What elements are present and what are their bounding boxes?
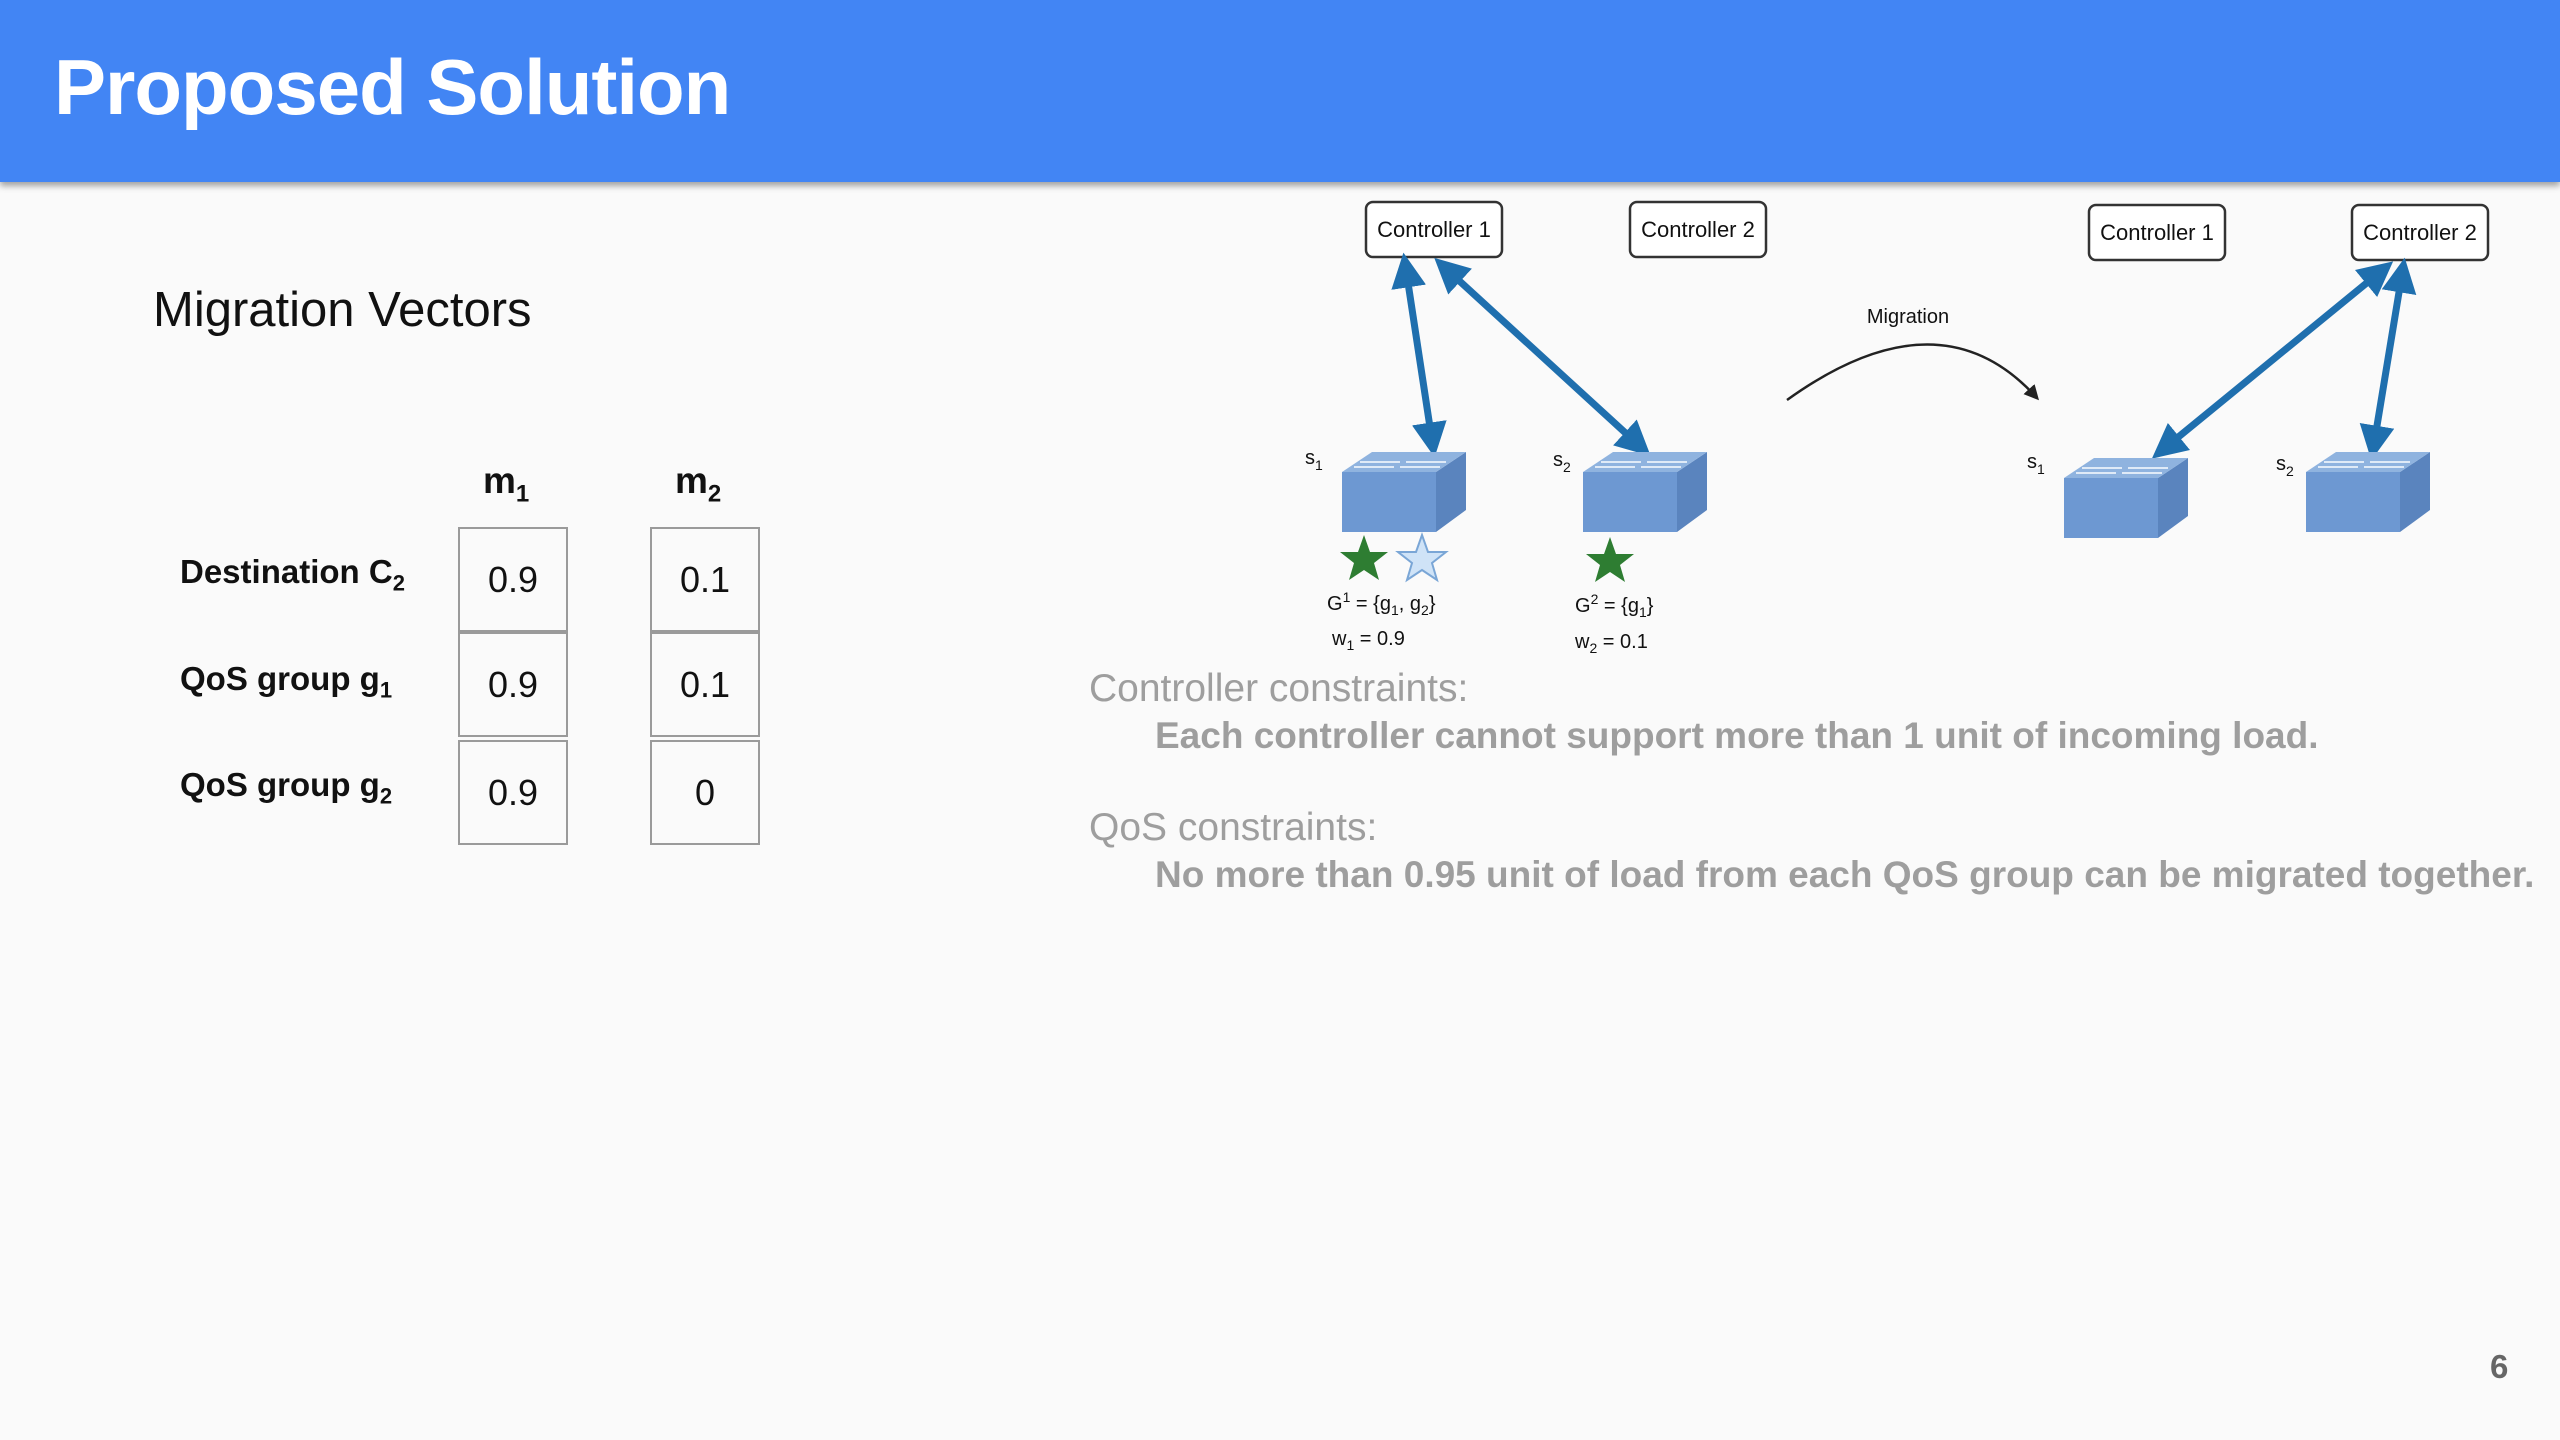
switch-s1-left: [1341, 451, 1467, 533]
table-cell: 0.9: [458, 740, 568, 845]
weight-w2-label: w2 = 0.1: [1574, 631, 1648, 656]
group-g2-label: G2 = {g1}: [1575, 591, 1654, 620]
star-filled-icon: [1586, 537, 1634, 582]
column-header-m1: m1: [483, 460, 530, 508]
slide-header: Proposed Solution: [0, 0, 2560, 182]
controller-constraints-body: Each controller cannot support more than…: [1155, 715, 2319, 756]
migration-label: Migration: [1867, 306, 1949, 328]
qos-constraints-title: QoS constraints:: [1089, 806, 1378, 849]
table-cell: 0: [650, 740, 760, 845]
slide-title: Proposed Solution: [54, 43, 731, 131]
switch-s1-right: [2063, 457, 2189, 539]
row-label-qos-g1: QoS group g1: [180, 660, 393, 703]
group-g1-label: G1 = {g1, g2}: [1327, 589, 1436, 618]
table-cell: 0.1: [650, 527, 760, 632]
controller-2-box-left: [1628, 200, 1768, 259]
switch-s2-label-right: s2: [2276, 453, 2294, 479]
link-c1-s2: [1434, 257, 1651, 457]
switch-s2-right: [2305, 451, 2431, 533]
controller-1-label-right: Controller 1: [2100, 220, 2214, 245]
switch-s2-left: [1582, 451, 1708, 533]
controller-2-box-right: [2350, 203, 2490, 262]
link-c1-s1: [1391, 252, 1447, 458]
switch-s1-label-left: s1: [1305, 447, 1323, 473]
switch-s1-label-right: s1: [2027, 451, 2045, 477]
link-c2-s2: [2359, 257, 2417, 461]
star-outline-icon: [1395, 531, 1449, 583]
table-cell: 0.9: [458, 527, 568, 632]
table-cell: 0.1: [650, 632, 760, 737]
controller-2-label-right: Controller 2: [2363, 220, 2477, 245]
controller-constraints-title: Controller constraints:: [1089, 667, 1469, 710]
row-label-qos-g2: QoS group g2: [180, 766, 393, 809]
switch-s2-label-left: s2: [1553, 449, 1571, 475]
star-filled-icon: [1340, 535, 1388, 580]
link-c2-s1: [2151, 261, 2394, 459]
section-subtitle: Migration Vectors: [153, 283, 532, 337]
table-cell: 0.9: [458, 632, 568, 737]
controller-1-box-right: [2087, 203, 2227, 262]
controller-2-label-left: Controller 2: [1641, 217, 1755, 242]
migration-arrow: [1786, 343, 2040, 402]
row-label-destination: Destination C2: [180, 553, 405, 596]
column-header-m2: m2: [675, 460, 722, 508]
weight-w1-label: w1 = 0.9: [1331, 628, 1405, 653]
page-number: 6: [2490, 1348, 2509, 1385]
controller-1-label-left: Controller 1: [1377, 217, 1491, 242]
qos-constraints-body: No more than 0.95 unit of load from each…: [1155, 854, 2535, 895]
